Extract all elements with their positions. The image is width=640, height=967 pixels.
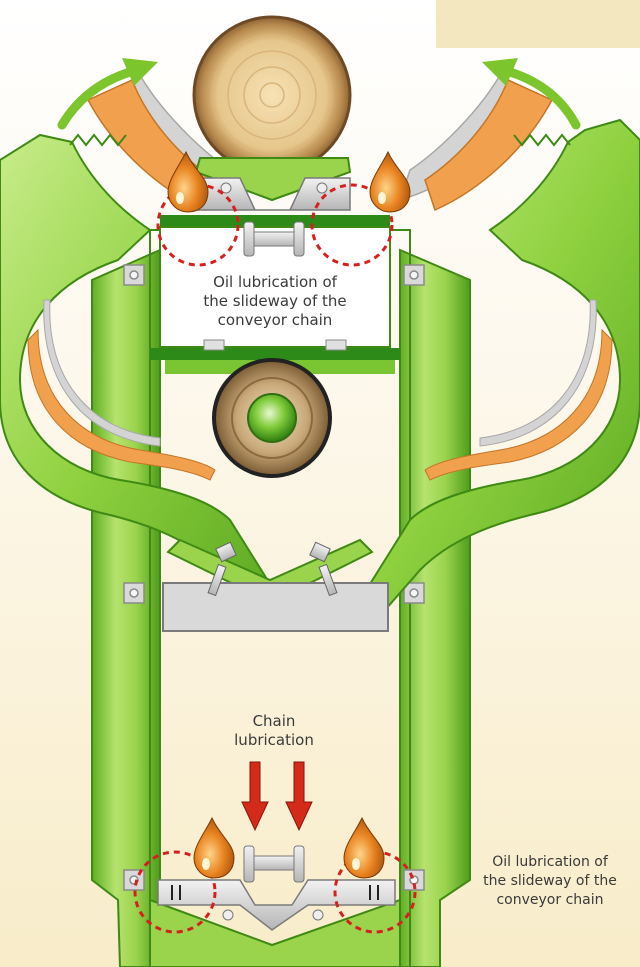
upper-slideway (150, 215, 400, 374)
label-line: Oil lubrication of (492, 854, 608, 870)
highlight-circle-top-right (310, 183, 394, 267)
label-chain-lubrication: Chain lubrication (214, 712, 334, 750)
down-arrow-icon (285, 761, 313, 832)
label-line: lubrication (234, 731, 314, 749)
lower-cross-member (162, 538, 389, 632)
chain-lubrication-arrows (241, 761, 313, 832)
label-line: Oil lubrication of (213, 273, 337, 291)
corner-panel (436, 0, 640, 48)
right-delimbing-arm (358, 73, 640, 612)
label-line: conveyor chain (217, 311, 333, 329)
log-support-top (194, 157, 352, 211)
oil-drop-icon (193, 816, 235, 879)
rotation-arrow-left (57, 58, 158, 130)
label-line: conveyor chain (496, 892, 604, 908)
oil-drops (167, 150, 411, 879)
label-slideway-bottom: Oil lubrication of the slideway of the c… (462, 853, 638, 910)
oil-drop-icon (343, 816, 385, 879)
highlight-circle-bottom-left (133, 850, 217, 934)
frame-right-rail (399, 248, 471, 967)
label-line: the slideway of the (203, 292, 347, 310)
label-line: Chain (252, 712, 296, 730)
central-roller (212, 358, 332, 478)
label-line: the slideway of the (483, 873, 617, 889)
down-arrow-icon (241, 761, 269, 832)
rotation-arrow-right (482, 58, 581, 130)
oil-drop-icon (369, 150, 411, 213)
log-cross-section (192, 15, 352, 175)
label-slideway-top: Oil lubrication of the slideway of the c… (162, 273, 388, 330)
